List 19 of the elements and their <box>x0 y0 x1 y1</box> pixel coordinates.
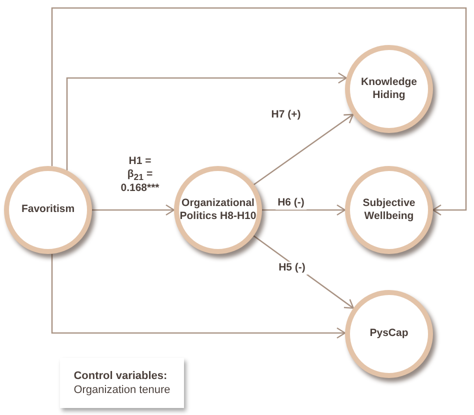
arrow <box>254 114 354 186</box>
node-label: Knowledge Hiding <box>360 76 418 102</box>
note-text: Organization tenure <box>74 383 170 398</box>
edge-label: H6 (-) <box>276 196 306 210</box>
node-label: Organizational Politics H8-H10 <box>179 196 257 224</box>
circle-node <box>345 45 433 133</box>
arrow <box>66 72 348 170</box>
edge-label: H5 (-) <box>276 262 308 274</box>
arrow <box>51 7 467 216</box>
arrow <box>51 254 346 339</box>
note-heading: Control variables: <box>74 368 168 383</box>
arrow <box>262 204 346 216</box>
arrow <box>92 204 175 216</box>
edge-label: H7 (+) <box>269 108 303 122</box>
note-box <box>60 358 184 408</box>
node-label: PysCap <box>370 327 408 341</box>
circle-node <box>345 290 433 378</box>
node-label: Subjective Wellbeing <box>362 196 416 224</box>
node-label: Favoritism <box>21 203 75 217</box>
